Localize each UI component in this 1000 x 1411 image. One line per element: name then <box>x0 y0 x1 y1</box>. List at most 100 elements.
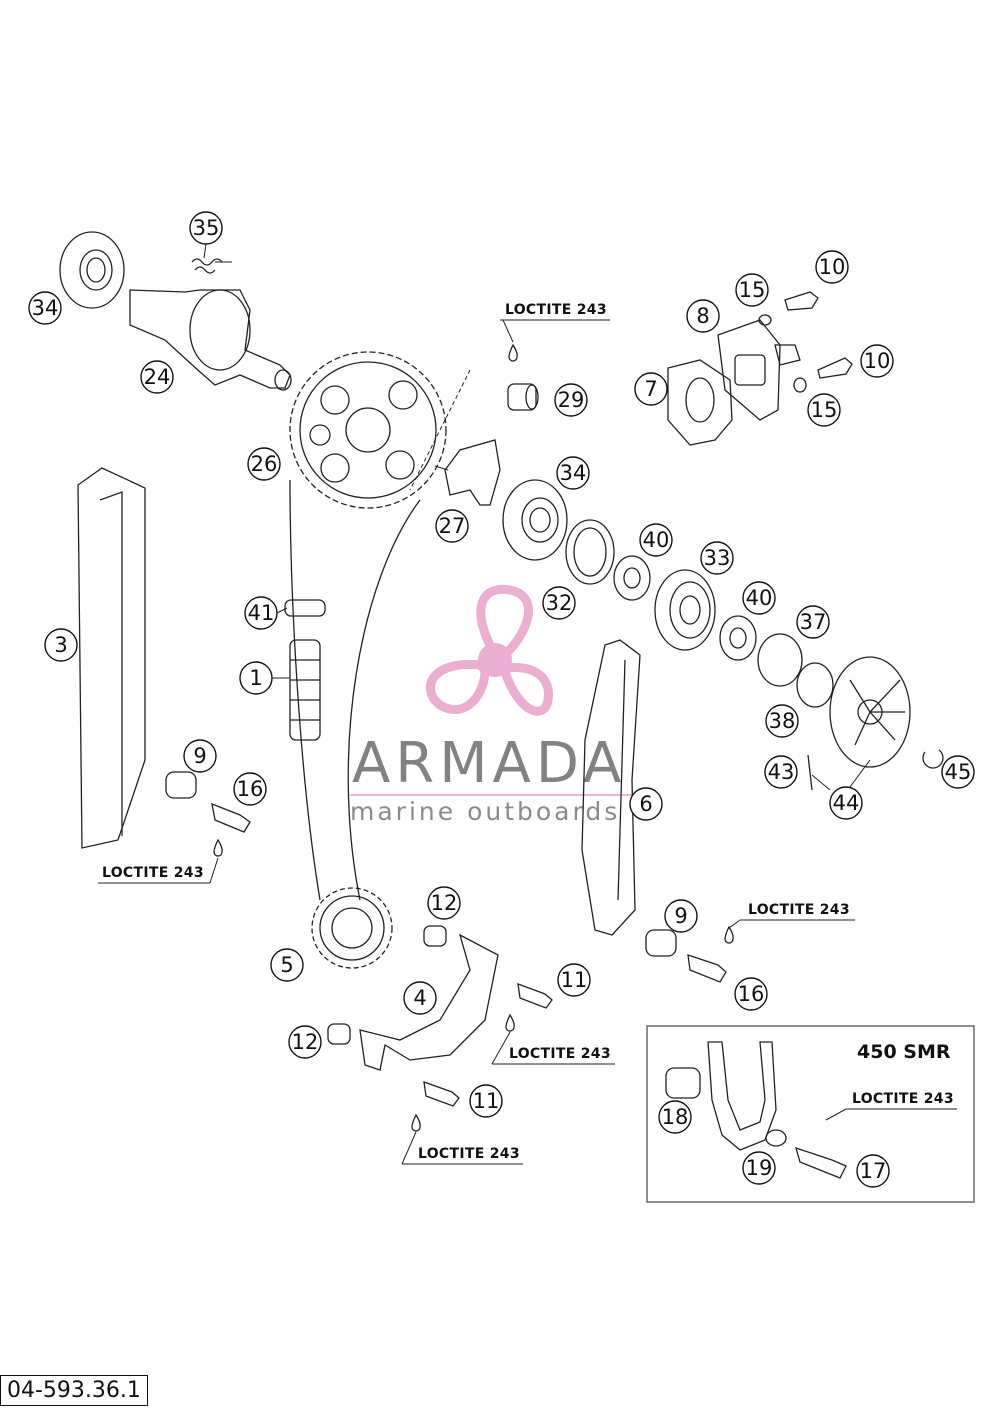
washer-15-upper-part <box>758 314 772 326</box>
svg-text:10: 10 <box>819 255 846 279</box>
svg-text:29: 29 <box>558 388 585 412</box>
svg-text:41: 41 <box>248 601 275 625</box>
callout-34-top: 34 <box>28 291 62 325</box>
callout-18: 18 <box>658 1100 692 1134</box>
callout-37: 37 <box>796 605 830 639</box>
svg-text:12: 12 <box>292 1030 319 1054</box>
callout-24: 24 <box>140 360 174 394</box>
bolt-11-lower-part <box>423 1081 460 1107</box>
callout-40-right: 40 <box>742 581 776 615</box>
bolt-17-part <box>795 1146 847 1179</box>
callout-11-bottom: 11 <box>469 1084 503 1118</box>
svg-text:1: 1 <box>249 666 262 690</box>
svg-text:9: 9 <box>674 904 687 928</box>
callout-1: 1 <box>239 661 273 695</box>
svg-text:16: 16 <box>738 982 765 1006</box>
watermark-brand: ARMADA <box>352 731 626 796</box>
loctite-label: LOCTITE 243 <box>509 1046 611 1062</box>
inset-450-smr: 450 SMR LOCTITE 243 <box>646 1025 975 1203</box>
guide-4-part <box>359 933 499 1071</box>
svg-text:26: 26 <box>251 452 278 476</box>
callout-44: 44 <box>829 786 863 820</box>
callout-16-right: 16 <box>734 977 768 1011</box>
bolt-16-right-part <box>687 954 727 983</box>
timing-chain-part <box>289 479 421 901</box>
svg-text:38: 38 <box>769 709 796 733</box>
crank-sprocket-5-part <box>311 887 393 969</box>
propeller-logo-icon <box>426 584 553 716</box>
camshaft-part <box>129 289 292 391</box>
bearing-40-left-part <box>613 555 651 601</box>
bolt-10-lower-part <box>817 357 853 379</box>
chain-segment-1-part <box>289 639 321 741</box>
svg-text:40: 40 <box>746 586 773 610</box>
sleeve-18-part <box>665 1067 701 1099</box>
svg-text:37: 37 <box>800 610 827 634</box>
inset-rail-part <box>707 1041 777 1151</box>
svg-text:33: 33 <box>704 546 731 570</box>
inset-title: 450 SMR <box>857 1041 951 1063</box>
callout-17: 17 <box>856 1154 890 1188</box>
loctite-label: LOCTITE 243 <box>418 1146 520 1162</box>
bearing-middle-part <box>502 479 568 561</box>
watermark-subtitle: marine outboards <box>350 797 620 826</box>
callout-6: 6 <box>629 787 663 821</box>
svg-text:16: 16 <box>237 777 264 801</box>
svg-text:6: 6 <box>639 792 652 816</box>
loctite-label: LOCTITE 243 <box>505 302 607 318</box>
svg-text:4: 4 <box>413 986 426 1010</box>
drawing-number: 04-593.36.1 <box>0 1375 148 1406</box>
guide-rail-6-part <box>581 639 641 936</box>
cam-sprocket-part <box>289 351 447 509</box>
chain-tensioner-part <box>717 319 801 421</box>
bolt-29-part <box>507 383 539 411</box>
pin-43-part <box>807 754 813 791</box>
callout-12-top: 12 <box>427 886 461 920</box>
callout-41: 41 <box>244 596 278 630</box>
pulley-33-part <box>654 569 716 651</box>
callout-16-left: 16 <box>233 772 267 806</box>
svg-text:27: 27 <box>439 514 466 538</box>
callout-10-bottom: 10 <box>860 344 894 378</box>
svg-text:11: 11 <box>561 968 588 992</box>
callout-12-bottom: 12 <box>288 1025 322 1059</box>
svg-text:15: 15 <box>739 278 766 302</box>
svg-text:10: 10 <box>864 349 891 373</box>
callout-9-right: 9 <box>664 899 698 933</box>
svg-text:12: 12 <box>431 891 458 915</box>
callout-29: 29 <box>554 383 588 417</box>
callout-15-top: 15 <box>735 273 769 307</box>
callout-26: 26 <box>247 447 281 481</box>
callout-45: 45 <box>941 755 975 789</box>
loctite-labels: LOCTITE 243 LOCTITE 243 LOCTITE 243 LOCT… <box>98 302 855 1165</box>
callout-5: 5 <box>270 948 304 982</box>
callout-11-top: 11 <box>557 963 591 997</box>
guide-rail-3-part <box>77 467 146 849</box>
callout-19: 19 <box>742 1151 776 1185</box>
bolt-11-upper-part <box>517 983 553 1009</box>
svg-text:40: 40 <box>643 528 670 552</box>
sleeve-12-upper-part <box>423 925 447 947</box>
sprocket-alignment-line <box>409 369 471 491</box>
svg-text:18: 18 <box>662 1105 689 1129</box>
svg-text:24: 24 <box>144 365 171 389</box>
svg-text:44: 44 <box>833 791 860 815</box>
gasket-part <box>667 359 733 446</box>
svg-text:34: 34 <box>32 296 59 320</box>
o-ring-37-part <box>796 662 834 708</box>
callout-43: 43 <box>764 755 798 789</box>
bolt-10-upper-part <box>784 291 819 311</box>
sleeve-12-lower-part <box>327 1023 351 1045</box>
svg-text:11: 11 <box>473 1089 500 1113</box>
svg-text:17: 17 <box>860 1159 887 1183</box>
loctite-label: LOCTITE 243 <box>852 1091 954 1107</box>
impeller-44-part <box>829 656 911 768</box>
svg-text:19: 19 <box>746 1156 773 1180</box>
svg-text:9: 9 <box>193 744 206 768</box>
callout-27: 27 <box>435 509 469 543</box>
callout-33: 33 <box>700 541 734 575</box>
loctite-label: LOCTITE 243 <box>748 902 850 918</box>
svg-text:34: 34 <box>560 461 587 485</box>
svg-text:15: 15 <box>811 398 838 422</box>
chain-link-41-part <box>284 599 326 617</box>
